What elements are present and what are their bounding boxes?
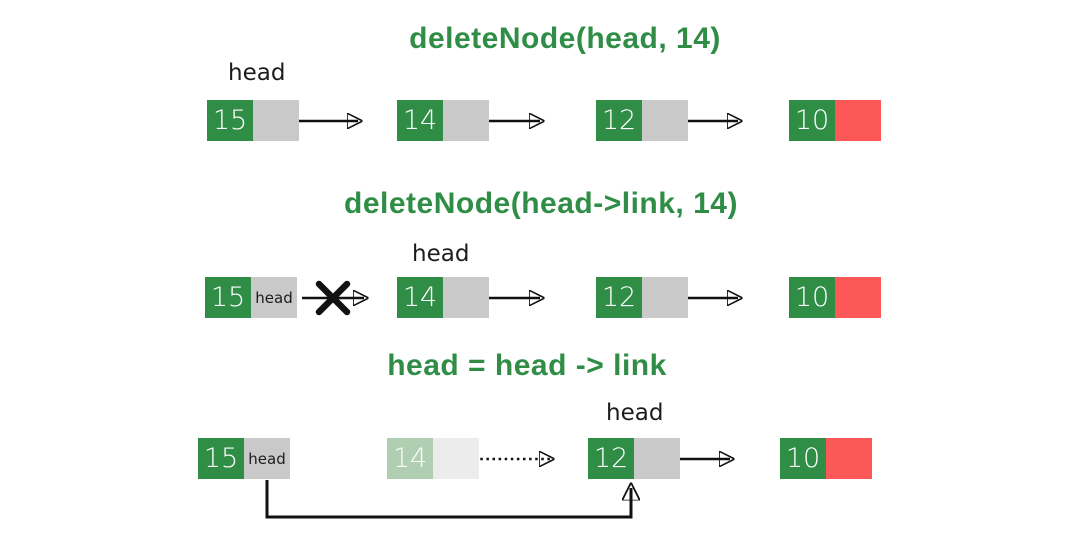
node-link-cell: [443, 277, 489, 318]
list-node-15: 15 head: [198, 438, 290, 479]
list-node-12: 12: [596, 277, 688, 318]
section-title: deleteNode(head->link, 14): [344, 187, 738, 220]
list-node-14: 14: [397, 100, 489, 141]
list-node-15: 15 head: [205, 277, 297, 318]
node-link-cell: [642, 100, 688, 141]
node-null-link-cell: [835, 100, 881, 141]
list-node-15: 15: [207, 100, 299, 141]
list-node-10: 10: [780, 438, 872, 479]
node-value-cell: 12: [588, 438, 634, 479]
bypass-pointer-arrow: [265, 480, 631, 519]
list-node-10: 10: [789, 100, 881, 141]
node-value-cell: 15: [198, 438, 244, 479]
node-value-cell: 12: [596, 277, 642, 318]
section-title: head = head -> link: [387, 349, 667, 382]
node-link-cell: [642, 277, 688, 318]
section-title: deleteNode(head, 14): [409, 22, 721, 55]
node-link-cell: [253, 100, 299, 141]
node-value-cell: 14: [387, 438, 433, 479]
node-link-cell: head: [251, 277, 297, 318]
list-node-14: 14: [397, 277, 489, 318]
node-link-cell: [443, 100, 489, 141]
node-link-cell: head: [244, 438, 290, 479]
node-value-cell: 14: [397, 100, 443, 141]
node-value-cell: 10: [780, 438, 826, 479]
delete-cross-icon: [315, 280, 351, 316]
node-link-cell: [634, 438, 680, 479]
delete-cross-icon: [315, 280, 351, 316]
head-pointer-label: head: [606, 400, 664, 426]
list-node-12: 12: [596, 100, 688, 141]
node-value-cell: 10: [789, 277, 835, 318]
node-value-cell: 15: [205, 277, 251, 318]
deleted-list-node-14: 14: [387, 438, 479, 479]
node-value-cell: 10: [789, 100, 835, 141]
list-node-10: 10: [789, 277, 881, 318]
head-pointer-label: head: [412, 241, 470, 267]
list-node-12: 12: [588, 438, 680, 479]
node-value-cell: 12: [596, 100, 642, 141]
head-pointer-label: head: [228, 60, 286, 86]
node-link-cell: [433, 438, 479, 479]
node-value-cell: 15: [207, 100, 253, 141]
node-null-link-cell: [835, 277, 881, 318]
node-null-link-cell: [826, 438, 872, 479]
node-value-cell: 14: [397, 277, 443, 318]
